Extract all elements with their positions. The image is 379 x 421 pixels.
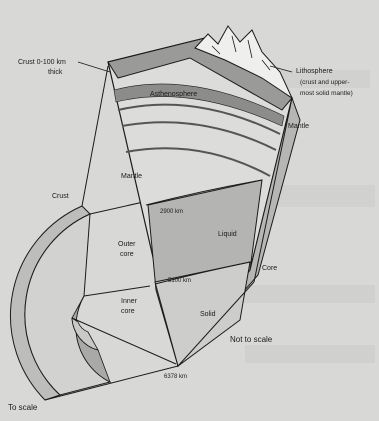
label-inner-core-2: core <box>121 308 135 315</box>
label-inner-core-1: Inner <box>121 298 138 305</box>
label-outer-core-1: Outer <box>118 241 136 248</box>
label-outer-core-2: core <box>120 251 134 258</box>
label-depth-5100: 5100 km <box>168 278 191 284</box>
label-not-to-scale: Not to scale <box>230 335 273 344</box>
label-lithosphere-3: most solid mantle) <box>300 90 353 97</box>
label-solid: Solid <box>200 311 216 318</box>
label-lithosphere-1: Lithosphere <box>296 68 333 75</box>
label-crust: Crust <box>52 193 69 200</box>
label-depth-6378: 6378 km <box>164 374 187 380</box>
label-crust-depth-1: Crust 0-100 km <box>18 59 66 66</box>
label-depth-2900: 2900 km <box>160 209 183 215</box>
label-liquid: Liquid <box>218 231 237 238</box>
scale-cross-section <box>10 206 110 400</box>
label-to-scale: To scale <box>8 403 38 412</box>
label-core: Core <box>262 265 277 272</box>
label-asthenosphere: Asthenosphere <box>150 91 197 98</box>
label-lithosphere-2: (crust and upper- <box>300 79 350 86</box>
label-mantle-left: Mantle <box>121 173 142 180</box>
label-crust-depth-2: thick <box>48 69 63 76</box>
label-mantle-right: Mantle <box>288 123 309 130</box>
